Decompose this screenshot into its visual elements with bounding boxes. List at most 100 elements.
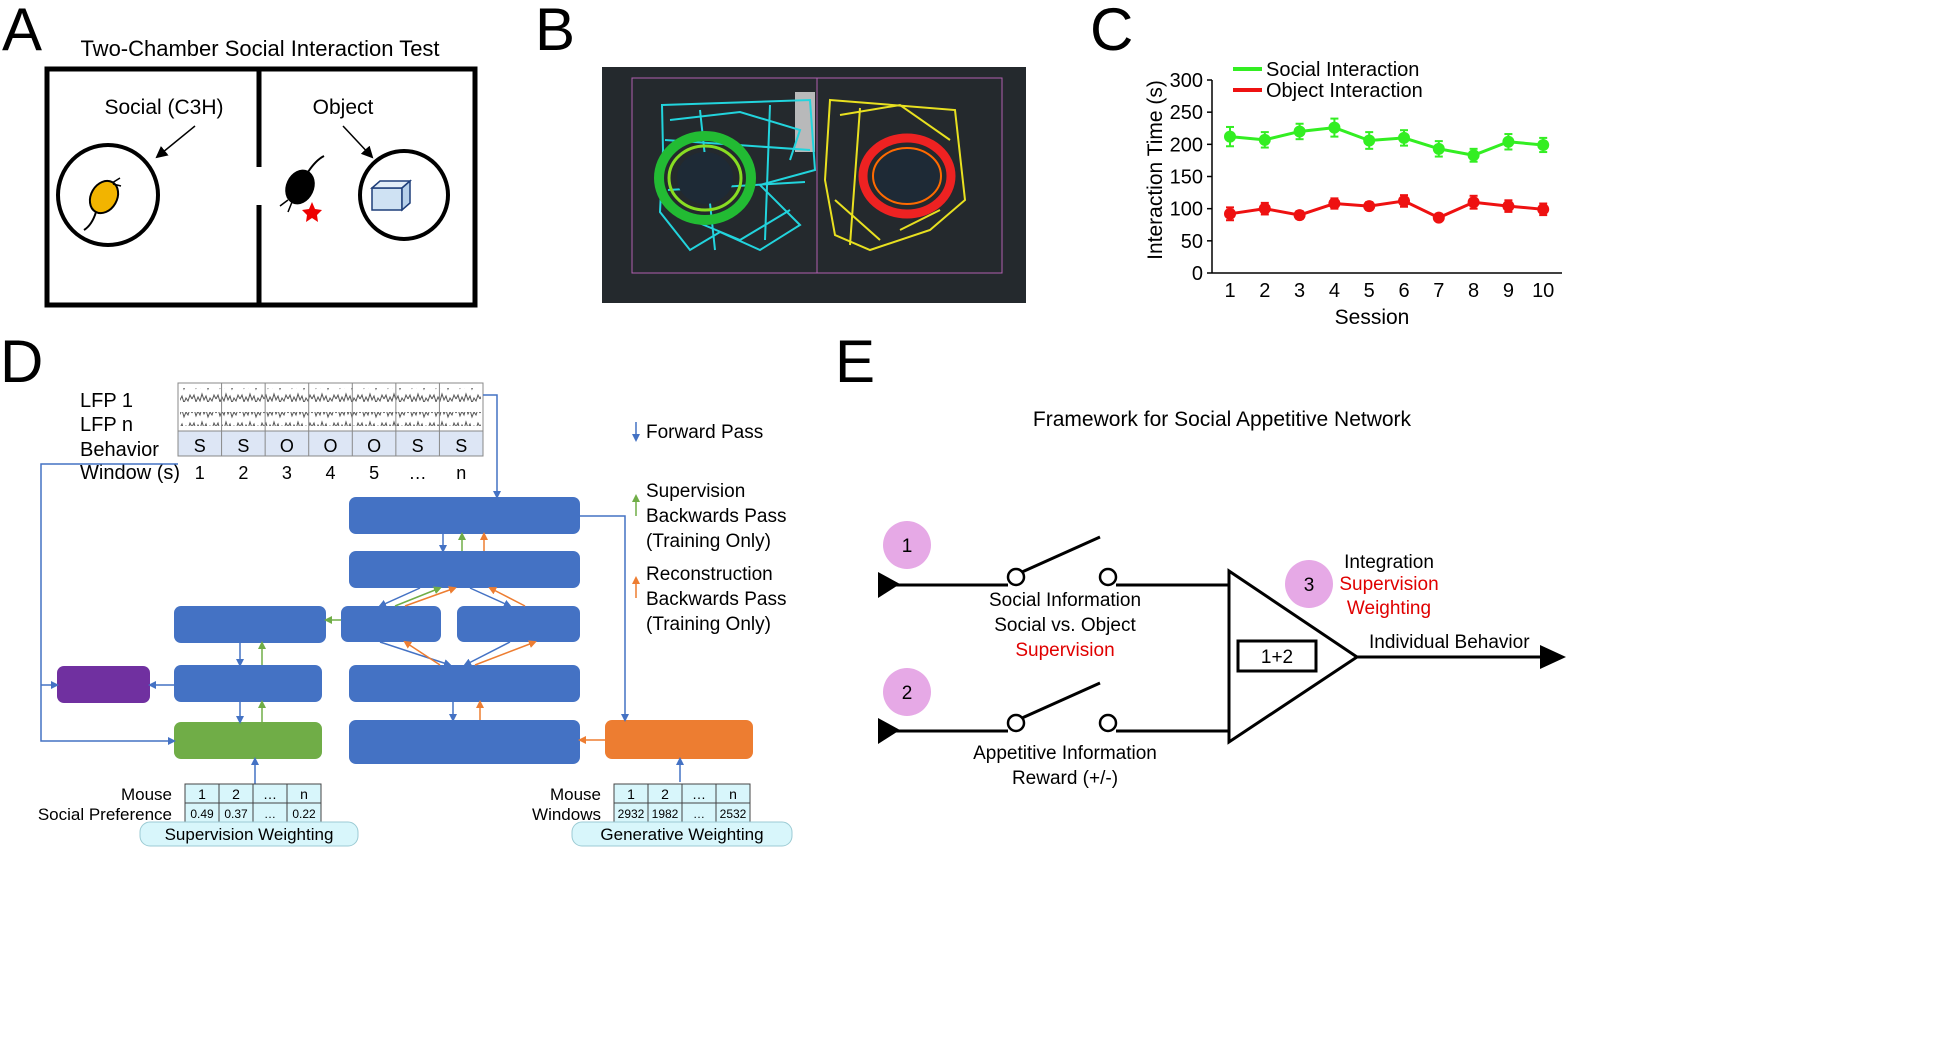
social-label: Social (C3H) <box>104 96 223 119</box>
legend-object-label: Object Interaction <box>1266 80 1423 102</box>
table-id-cell: 1 <box>627 786 635 802</box>
series-line-social <box>1229 126 1544 157</box>
object-label: Object <box>313 96 374 119</box>
switch-1-lever <box>1021 535 1101 574</box>
panel-label-a: A <box>2 0 42 63</box>
window-cell: n <box>456 463 466 483</box>
data-point-social <box>1328 121 1341 134</box>
yellow-track <box>823 98 967 252</box>
supervision-weighting-label: Supervision Weighting <box>165 825 334 844</box>
social-vs-object-label: Social vs. Object <box>994 615 1136 636</box>
table-id-cell: … <box>692 786 706 802</box>
x-tick-label: 4 <box>1329 280 1340 302</box>
table-id-cell: n <box>729 786 737 802</box>
data-point-social <box>1363 134 1376 147</box>
supervised-latent <box>341 606 441 642</box>
table-value-cell: … <box>264 807 276 821</box>
x-axis-label: Session <box>1335 306 1410 329</box>
unsupervised-latent <box>457 606 580 642</box>
series-line-object <box>1229 199 1544 220</box>
switch-2-lever <box>1021 681 1101 720</box>
y-tick-label: 250 <box>1170 102 1203 124</box>
behavior-cell: S <box>455 436 467 456</box>
legend-social-label: Social Interaction <box>1266 59 1419 81</box>
green-track <box>654 131 756 225</box>
windows-label: Windows <box>532 805 601 824</box>
behavior-cell: O <box>280 436 294 456</box>
prediction-block <box>57 666 150 703</box>
red-track <box>858 133 956 219</box>
y-tick-label: 300 <box>1170 70 1203 92</box>
y-tick-label: 50 <box>1181 231 1203 253</box>
data-point-object <box>1502 200 1515 213</box>
window-cell: 5 <box>369 463 379 483</box>
table-value-cell: 2932 <box>618 807 645 821</box>
table-value-cell: … <box>693 807 705 821</box>
data-point-object <box>1328 197 1341 210</box>
window-cell: 4 <box>325 463 335 483</box>
table-value-cell: 0.49 <box>190 807 214 821</box>
data-point-social <box>1467 149 1480 162</box>
mouse-label-right: Mouse <box>550 785 601 804</box>
test-mouse-icon <box>279 155 325 213</box>
data-point-object <box>1467 196 1480 209</box>
decoder-layer-2 <box>349 720 580 764</box>
object-arrow <box>342 125 374 159</box>
integration-supervision-label: Supervision <box>1339 574 1438 595</box>
table-value-cell: 1982 <box>652 807 679 821</box>
data-point-object <box>1363 200 1376 213</box>
integration-weighting-label: Weighting <box>1347 598 1431 619</box>
data-point-social <box>1398 131 1410 144</box>
social-arrow <box>155 125 196 159</box>
x-tick-label: 8 <box>1468 280 1479 302</box>
table-id-cell: 2 <box>232 786 240 802</box>
data-point-object <box>1537 203 1550 216</box>
supervision-weighting-box <box>139 821 359 847</box>
panel-e: Framework for Social Appetitive Network … <box>878 408 1566 789</box>
reward-label: Reward (+/-) <box>1012 768 1118 789</box>
framework-title: Framework for Social Appetitive Network <box>1033 408 1412 431</box>
x-tick-label: 1 <box>1224 280 1235 302</box>
encoder-layer-1 <box>349 497 580 534</box>
behavior-cell: S <box>412 436 424 456</box>
sum-label: 1+2 <box>1261 647 1293 668</box>
behavior-label: Behavior <box>80 439 159 461</box>
window-cell: 2 <box>238 463 248 483</box>
behavior-cell: O <box>367 436 381 456</box>
classifier-layer-1 <box>174 606 326 643</box>
individual-behavior-label: Individual Behavior <box>1369 632 1530 653</box>
generative-weighting-box <box>571 821 793 847</box>
behavior-cell: O <box>323 436 337 456</box>
sup-legend-3: (Training Only) <box>646 531 771 552</box>
classifier-layer-2 <box>174 665 322 702</box>
switch-2-contact-a <box>1006 713 1026 733</box>
output-arrowhead <box>1540 645 1566 669</box>
y-tick-label: 0 <box>1192 263 1203 285</box>
sup-legend-1: Supervision <box>646 481 745 502</box>
circle-2-label: 2 <box>902 683 913 704</box>
panel-label-c: C <box>1090 0 1133 63</box>
data-point-object <box>1258 202 1271 215</box>
table-value-cell: 2532 <box>720 807 747 821</box>
y-tick-label: 100 <box>1170 199 1203 221</box>
lfpn-trace <box>180 412 481 426</box>
lfp1-label: LFP 1 <box>80 390 133 412</box>
switch-1-contact-a <box>1006 567 1026 587</box>
panel-b <box>602 67 1026 303</box>
interaction-time-chart: Interaction Time (s) Session Social Inte… <box>1144 59 1562 329</box>
panel-label-e: E <box>835 328 875 395</box>
generative-weighting-label: Generative Weighting <box>600 825 763 844</box>
behavior-cell: S <box>194 436 206 456</box>
data-point-social <box>1293 125 1306 138</box>
window-cell: 1 <box>195 463 205 483</box>
data-point-object <box>1293 209 1306 222</box>
social-info-label: Social Information <box>989 590 1141 611</box>
social-preference-label: Social Preference <box>38 805 172 824</box>
lfp1-trace <box>180 388 481 402</box>
integration-label: Integration <box>1344 552 1434 573</box>
supervision-label: Supervision <box>1015 640 1114 661</box>
data-point-social <box>1258 133 1271 146</box>
encoder-layer-2 <box>349 551 580 588</box>
